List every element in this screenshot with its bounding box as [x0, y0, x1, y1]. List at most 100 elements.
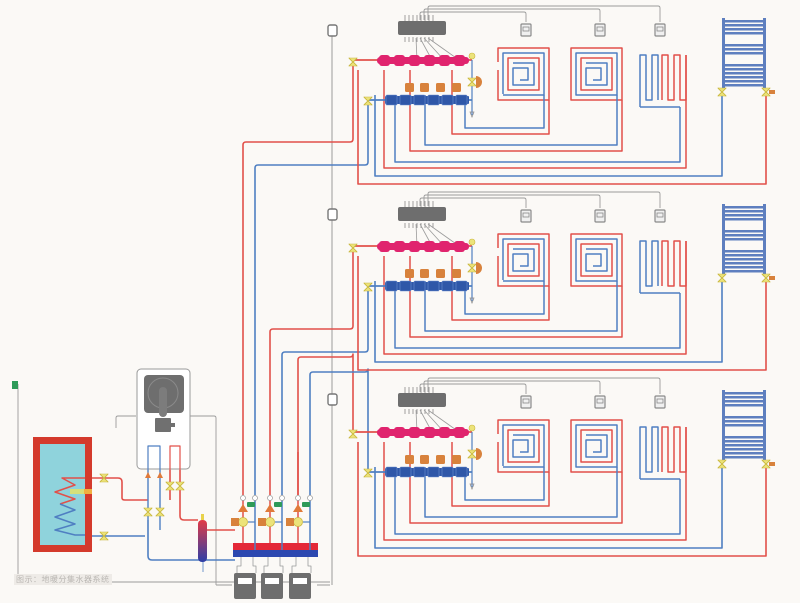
radiator-bar — [724, 254, 765, 257]
pipe — [419, 197, 527, 208]
actuator-icon — [452, 269, 461, 278]
manifold-port — [379, 427, 390, 438]
towel-radiator — [722, 18, 766, 88]
bypass-valve-icon — [467, 449, 477, 459]
manifold-port — [413, 280, 426, 292]
radiator-bar — [724, 452, 765, 455]
manifold-port — [439, 55, 450, 66]
pipe — [502, 52, 545, 96]
radiator-bar — [724, 84, 765, 87]
pipe — [419, 11, 527, 22]
thermometer-icon — [295, 495, 301, 501]
pump-controller-icon — [247, 502, 255, 507]
manifold-port — [394, 241, 405, 252]
pipe — [427, 5, 661, 22]
loop-serpentine-supply — [661, 54, 687, 101]
manifold-port — [427, 94, 440, 106]
room-thermostat-icon — [594, 209, 606, 223]
drain-icon — [469, 111, 475, 118]
radiator-bar — [724, 396, 765, 399]
room-controller — [398, 393, 446, 407]
pipe — [585, 62, 608, 86]
loop-serpentine-return — [639, 240, 659, 293]
floor-1 — [348, 377, 775, 557]
radiator-bar — [724, 68, 765, 71]
pipe — [147, 445, 161, 470]
drain-icon — [469, 297, 475, 304]
manifold-port — [385, 94, 398, 106]
manifold-port — [413, 94, 426, 106]
watermark-text: 图示：地暖分集水器系统 — [14, 574, 112, 585]
manifold-port — [454, 427, 465, 438]
radiator-bar — [724, 416, 765, 419]
thermometer-icon — [307, 495, 313, 501]
tank-supply-pipe — [92, 477, 148, 501]
radiator-bar — [724, 52, 765, 55]
mixing-actuator-icon — [286, 518, 294, 526]
drain-icon — [469, 483, 475, 490]
ball-valve-supply-icon — [348, 429, 358, 439]
pump-group-2 — [258, 495, 285, 599]
room-thermostat-icon — [654, 23, 666, 37]
pump-icon — [157, 472, 163, 478]
pipe — [424, 281, 618, 332]
separator-body — [198, 520, 207, 562]
circulator-pump-icon — [293, 504, 303, 512]
thermostat-wires — [404, 377, 661, 433]
actuator-icon — [405, 83, 414, 92]
room-thermostat-icon — [594, 23, 606, 37]
pipe — [383, 241, 687, 355]
mixing-valve-icon — [265, 517, 275, 527]
radiator-bar — [724, 48, 765, 51]
radiator-bar — [724, 266, 765, 269]
manifold-port — [394, 427, 405, 438]
loop-spiral-2-supply — [570, 419, 623, 473]
actuator-icon — [452, 83, 461, 92]
manifold-port — [424, 55, 435, 66]
manifold-port — [455, 466, 468, 478]
pipe — [423, 8, 601, 22]
separator-vent — [201, 514, 204, 520]
loop-serpentine-return — [639, 426, 659, 479]
radiator-bar — [724, 456, 765, 459]
radiator-bar — [724, 32, 765, 35]
pump-group-1 — [231, 495, 258, 599]
pipe — [169, 445, 181, 470]
actuator-icon — [405, 269, 414, 278]
pipe — [357, 442, 767, 557]
room-controller — [398, 207, 446, 221]
pipe — [424, 467, 618, 518]
manifold-port — [441, 280, 454, 292]
manifold-port — [427, 466, 440, 478]
pipe — [580, 243, 613, 277]
bypass-valve-icon — [467, 263, 477, 273]
manifold-port — [409, 427, 420, 438]
circulator-pump-icon — [265, 504, 275, 512]
radiator-valve-icon — [761, 87, 771, 97]
manifold-port — [441, 94, 454, 106]
manifold-port — [455, 94, 468, 106]
radiator-bar — [724, 76, 765, 79]
pipe — [427, 223, 460, 247]
pipe — [394, 95, 681, 163]
zone-controller-display — [293, 578, 307, 584]
boiler-gas-valve — [155, 418, 171, 432]
tank-coil-supply — [54, 477, 85, 505]
ball-valve-return-icon — [363, 96, 373, 106]
radiator-bar — [724, 440, 765, 443]
room-thermostat-icon — [654, 395, 666, 409]
pipe — [236, 557, 257, 573]
pipe — [427, 37, 460, 61]
pipe — [575, 52, 618, 96]
pipe — [585, 434, 608, 458]
pipe — [580, 57, 613, 91]
towel-radiator — [722, 204, 766, 274]
loop-spiral-2-supply — [570, 47, 623, 101]
manifold-port — [424, 427, 435, 438]
thermostat-wires — [404, 5, 661, 61]
pipe — [394, 281, 681, 349]
actuator-icon — [405, 455, 414, 464]
thermometer-icon — [252, 495, 258, 501]
room-thermostat-icon — [520, 395, 532, 409]
thermostatic-head-icon — [769, 276, 775, 280]
